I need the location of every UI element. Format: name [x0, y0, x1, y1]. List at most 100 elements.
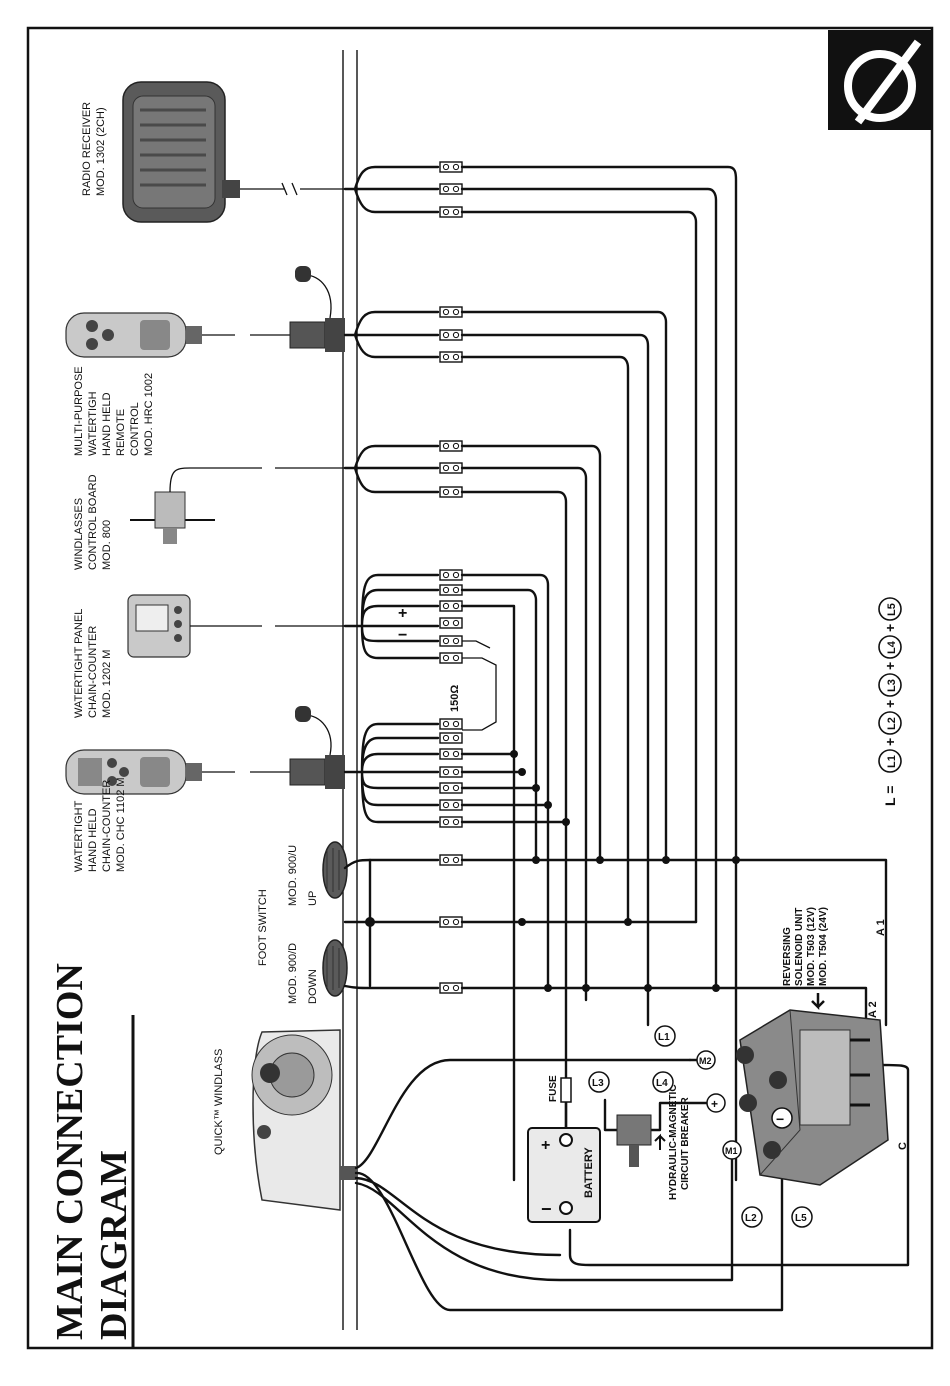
terminal-connector: [439, 732, 463, 744]
plus-badge: +: [706, 1093, 726, 1113]
formula-plus-4: +: [882, 624, 898, 632]
circle-labels: L1 L3 L4 L2 L5 M2 M1 + −: [588, 1025, 813, 1228]
terminal-connector: [439, 782, 463, 794]
terminal-connector: [439, 635, 463, 647]
foot-switch-title: FOOT SWITCH: [257, 889, 269, 966]
svg-text:L4: L4: [656, 1078, 668, 1089]
battery-plus: +: [541, 1137, 550, 1154]
svg-text:L3: L3: [886, 679, 898, 692]
hand-remote-control: [65, 266, 345, 358]
terminal-connector: [439, 161, 463, 173]
battery-minus: −: [541, 1199, 552, 1219]
svg-text:L5: L5: [795, 1213, 807, 1224]
svg-text:L2: L2: [886, 717, 898, 730]
battery-label: BATTERY: [583, 1147, 595, 1198]
quick-logo-icon: [828, 30, 932, 130]
terminal-connector: [439, 462, 463, 474]
hand-remote-label-4: REMOTE: [115, 409, 127, 456]
radio-receiver-label-2: MOD. 1302 (2CH): [95, 107, 107, 196]
hand-chain-label-2: HAND HELD: [87, 808, 99, 872]
foot-up-label-1: MOD. 900/U: [287, 845, 299, 906]
terminal-connector: [439, 306, 463, 318]
c-label: C: [897, 1142, 909, 1150]
formula-term-3: L3: [878, 673, 902, 697]
l1-badge: L1: [654, 1025, 676, 1047]
arrow-up-icon: [654, 1133, 666, 1150]
terminal-connector: [439, 440, 463, 452]
foot-switch-down: [322, 939, 348, 997]
terminal-connector: [439, 982, 463, 994]
l3-badge: L3: [588, 1071, 610, 1093]
chain-panel-label-2: CHAIN-COUNTER: [87, 626, 99, 718]
a1-label: A 1: [875, 919, 887, 936]
solenoid-label-3: MOD. T503 (12V): [806, 907, 817, 986]
page-frame: [26, 26, 934, 1350]
control-board-label-3: MOD. 800: [101, 520, 113, 570]
formula-prefix: L =: [882, 786, 898, 806]
terminal-connector: [439, 600, 463, 612]
minus-badge: −: [771, 1107, 793, 1129]
plus-sign: +: [398, 605, 407, 622]
terminal-connector: [439, 351, 463, 363]
length-formula: L = L1 + L2 + L3 + L4 + L5: [878, 597, 902, 806]
svg-text:L1: L1: [886, 755, 898, 768]
radio-receiver-label-1: RADIO RECEIVER: [81, 102, 93, 196]
svg-text:+: +: [711, 1097, 718, 1111]
terminal-connector: [439, 569, 463, 581]
formula-plus-3: +: [882, 662, 898, 670]
hand-chain-label-4: MOD. CHC 1102 M: [115, 777, 127, 872]
terminal-connector: [439, 748, 463, 760]
svg-text:L5: L5: [886, 603, 898, 616]
foot-down-label-2: DOWN: [307, 969, 319, 1004]
terminal-connector: [439, 916, 463, 928]
hand-remote-label-3: HAND HELD: [101, 392, 113, 456]
svg-text:L4: L4: [886, 640, 898, 654]
bulkhead: [342, 50, 358, 1330]
hand-remote-label-2: WATERTIGH: [87, 391, 99, 456]
circuit-breaker: [616, 1114, 652, 1167]
hand-chain-counter: [65, 706, 345, 795]
solenoid-label-1: REVERSING: [782, 927, 793, 986]
formula-term-5: L5: [878, 597, 902, 621]
terminal-connector: [439, 584, 463, 596]
terminal-connector: [439, 854, 463, 866]
svg-text:L3: L3: [592, 1078, 604, 1089]
foot-up-label-2: UP: [307, 891, 319, 906]
formula-term-1: L1: [878, 749, 902, 773]
solenoid-label-2: SOLENOID UNIT: [794, 908, 805, 986]
m1-badge: M1: [722, 1140, 742, 1160]
breaker-label-1: HYDRAULIC-MAGNETIC: [668, 1084, 679, 1200]
control-board-label-1: WINDLASSES: [73, 498, 85, 570]
reversing-solenoid-unit: [736, 1009, 889, 1186]
battery: + −: [527, 1127, 601, 1223]
radio-receiver: [122, 81, 345, 223]
resistor-label: 150Ω: [449, 685, 461, 712]
hand-chain-label-3: CHAIN-COUNTER: [101, 780, 113, 872]
l2-badge: L2: [741, 1206, 763, 1228]
terminal-connector: [439, 206, 463, 218]
arrow-down-icon: [811, 993, 825, 1011]
terminal-connector: [439, 329, 463, 341]
breaker-label-2: CIRCUIT BREAKER: [680, 1096, 691, 1190]
formula-term-4: L4: [878, 635, 902, 659]
a2-label: A 2: [867, 1001, 879, 1018]
control-board: [130, 467, 345, 544]
hand-remote-label-6: MOD. HRC 1002: [143, 373, 155, 456]
terminal-connector: [439, 652, 463, 664]
terminal-connector: [439, 816, 463, 828]
fuse: [560, 1077, 572, 1103]
svg-text:M1: M1: [725, 1146, 738, 1156]
quick-windlass: [251, 1029, 356, 1211]
svg-text:M2: M2: [699, 1056, 712, 1066]
title-line-2: DIAGRAM: [93, 1150, 135, 1340]
title-line-1: MAIN CONNECTION: [49, 963, 91, 1340]
formula-term-2: L2: [878, 711, 902, 735]
minus-sign: −: [398, 627, 407, 644]
terminal-connector: [439, 718, 463, 730]
fuse-label: FUSE: [548, 1075, 559, 1102]
formula-plus-1: +: [882, 738, 898, 746]
formula-plus-2: +: [882, 700, 898, 708]
hand-chain-label-1: WATERTIGHT: [73, 800, 85, 872]
